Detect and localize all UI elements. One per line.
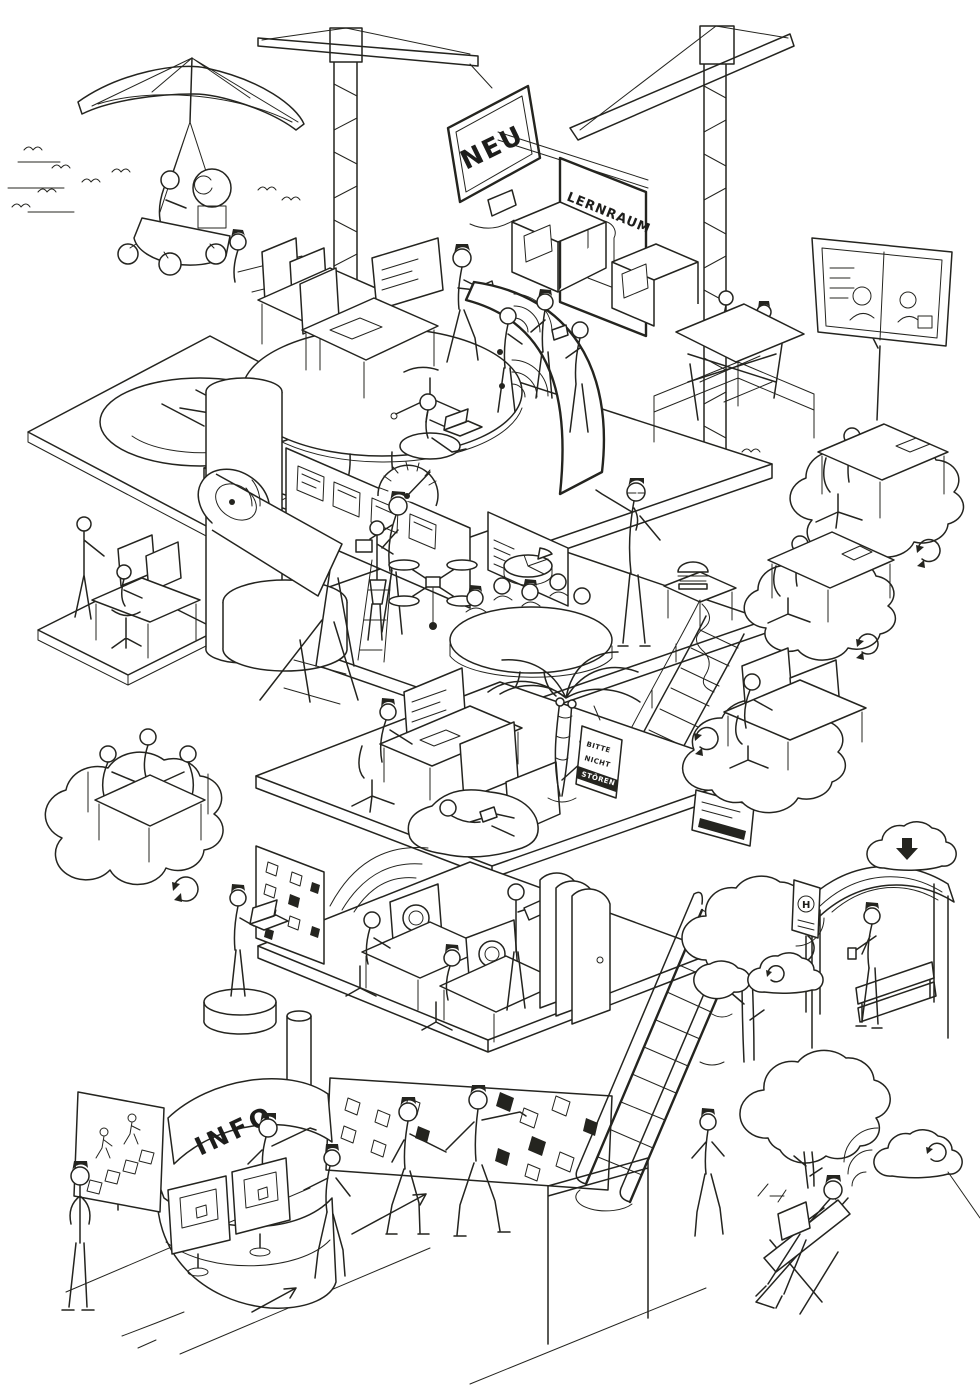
tree-2 xyxy=(739,1049,891,1203)
cloud-download xyxy=(866,821,957,871)
arc-decor xyxy=(329,846,429,913)
drafting-table-group xyxy=(653,290,815,443)
pedestal-presenter xyxy=(203,884,289,1035)
cloud-table-group xyxy=(44,728,224,902)
escalator xyxy=(575,891,748,1212)
desk-monitor-2 xyxy=(231,1157,291,1257)
hang-glider-trike xyxy=(77,57,305,276)
charging-cord xyxy=(696,603,715,693)
pie-chart-panel xyxy=(487,511,569,607)
pie-chart-icon xyxy=(503,547,553,586)
walker-person xyxy=(691,1108,725,1237)
cloud-office-a xyxy=(789,423,965,568)
tile-display-board xyxy=(255,845,325,965)
beanbag-lounger xyxy=(407,789,539,858)
bus-stop-label: H xyxy=(802,900,810,911)
sync-icon xyxy=(856,633,879,660)
observer-person xyxy=(61,1161,95,1311)
cloud-office-c xyxy=(681,647,867,814)
sync-icon xyxy=(172,876,199,902)
neu-sign: NEU xyxy=(446,84,542,229)
handshake-pair xyxy=(385,1085,527,1237)
floor-arrows xyxy=(251,1193,427,1313)
burger-icon xyxy=(677,561,709,590)
discussion-group xyxy=(497,289,589,433)
wifi-icon xyxy=(843,1127,879,1187)
sync-icon xyxy=(916,538,941,568)
side-platform-left xyxy=(37,516,219,686)
telescope xyxy=(197,468,373,705)
pouf-laptop-person xyxy=(399,393,483,460)
cloud-sync-right xyxy=(873,1129,980,1219)
burger-table xyxy=(663,561,737,693)
info-attendant xyxy=(258,1118,278,1138)
birds-flock xyxy=(11,146,761,453)
palm-tree xyxy=(487,651,641,803)
video-wall xyxy=(811,237,953,421)
info-visitor xyxy=(303,1144,351,1279)
info-pillar xyxy=(286,1010,312,1109)
coder-workstation xyxy=(351,667,561,837)
document-carrier xyxy=(506,883,550,1011)
achievement-screen xyxy=(73,1091,165,1213)
study-carrels xyxy=(511,201,699,327)
control-desks xyxy=(345,883,563,1043)
info-desk: INFO xyxy=(156,1078,337,1309)
presenter xyxy=(595,478,661,647)
audience-counter xyxy=(449,573,613,697)
layered-doors xyxy=(539,872,611,1025)
workstation-desks xyxy=(229,229,468,423)
cloud-sync-small xyxy=(747,952,824,994)
cloud-office-b xyxy=(743,531,897,661)
tower-crane-right xyxy=(569,25,795,471)
deck-chair-worker xyxy=(755,1127,879,1315)
standing-guide xyxy=(367,520,394,641)
sync-icon xyxy=(694,726,719,756)
frame-gate xyxy=(547,1157,649,1345)
do-not-disturb-sign: BITTE NICHT STÖREN xyxy=(575,705,623,799)
desk-monitor-1 xyxy=(167,1175,231,1277)
shelter-person xyxy=(847,902,883,1029)
media-wall xyxy=(464,280,606,496)
tile-wall xyxy=(325,1077,613,1191)
